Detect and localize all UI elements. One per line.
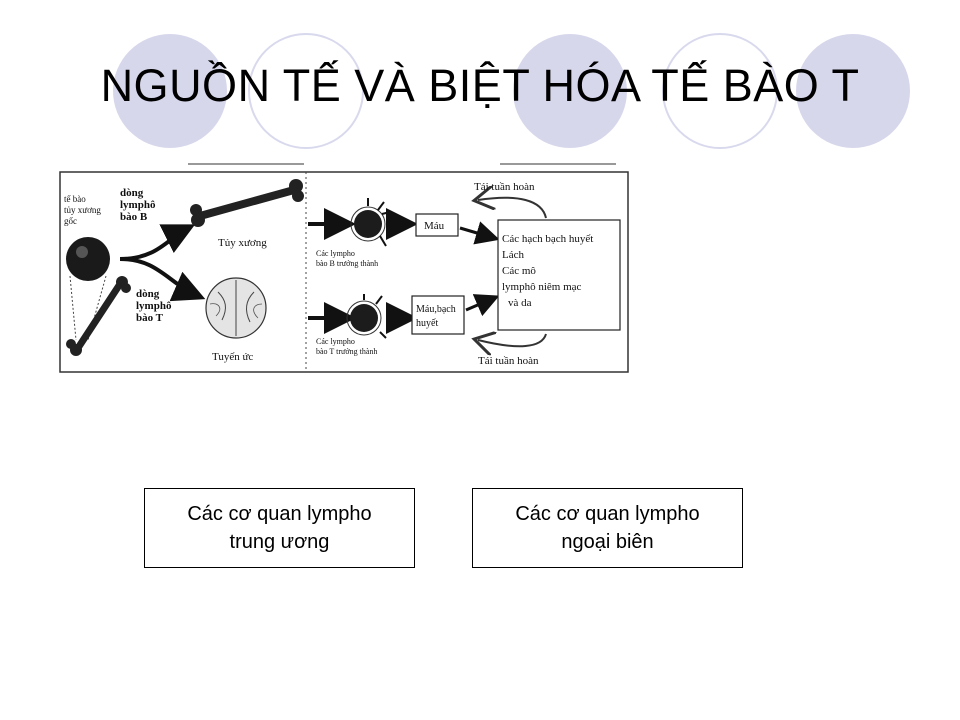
bone-marrow-icon (190, 179, 304, 227)
central-lymphoid-organs-box: Các cơ quan lympho trung ương (144, 488, 415, 568)
peripheral-organs-line-3: Các mô (502, 265, 536, 277)
peripheral-box-line-2: ngoại biên (561, 531, 654, 553)
b-line-label-1: dòng (120, 187, 144, 199)
stem-cell-label-3: gốc (64, 216, 77, 226)
deco-ring-2 (662, 33, 778, 149)
deco-circle-1 (113, 34, 227, 148)
t-line-label-3: bào T (136, 312, 164, 324)
stem-cell-label-2: tủy xương (64, 205, 101, 215)
peripheral-organs-line-1: Các hạch bạch huyết (502, 233, 593, 245)
peripheral-organs-line-5: và da (508, 297, 532, 309)
deco-circle-2 (513, 34, 627, 148)
t-line-label-2: lymphô (136, 300, 172, 312)
central-box-line-2: trung ương (229, 531, 330, 553)
blood-lymph-label-1: Máu,bạch (416, 304, 456, 315)
mature-t-label-2: bào T trưởng thành (316, 347, 377, 356)
page-title: NGUỒN TẾ VÀ BIỆT HÓA TẾ BÀO T (100, 60, 860, 111)
mature-b-cell-icon (350, 198, 391, 247)
lymphocyte-development-diagram: tế bào tủy xương gốc dòng lymphô bào B d… (59, 163, 629, 373)
central-box-line-1: Các cơ quan lympho (187, 503, 372, 525)
blood-label: Máu (424, 220, 445, 232)
mature-b-label-1: Các lympho (316, 249, 355, 258)
mature-t-cell-icon (346, 294, 387, 339)
peripheral-organs-box (497, 219, 621, 331)
deco-circle-3 (796, 34, 910, 148)
stem-cell-icon (66, 237, 110, 281)
peripheral-box-line-1: Các cơ quan lympho (515, 503, 700, 525)
recirculation-top-label: Tái tuần hoàn (474, 181, 535, 193)
peripheral-organs-line-4: lymphô niêm mạc (502, 281, 582, 293)
peripheral-organs-line-2: Lách (502, 249, 524, 261)
thymus-icon (205, 277, 267, 339)
thymus-label: Tuyến ức (212, 351, 253, 363)
bone-marrow-label: Tủy xương (218, 237, 267, 249)
stem-cell-label-1: tế bào (64, 194, 86, 204)
recirculation-bottom-label: Tái tuần hoàn (478, 355, 539, 367)
deco-ring-1 (248, 33, 364, 149)
t-line-label-1: dòng (136, 288, 160, 300)
b-line-label-2: lymphô (120, 199, 156, 211)
b-line-label-3: bào B (120, 211, 148, 223)
bone-icon-small (66, 276, 131, 356)
peripheral-lymphoid-organs-box: Các cơ quan lympho ngoại biên (472, 488, 743, 568)
mature-b-label-2: bào B trưởng thành (316, 259, 378, 268)
mature-t-label-1: Các lympho (316, 337, 355, 346)
blood-lymph-box (411, 295, 465, 335)
blood-box (415, 213, 459, 237)
blood-lymph-label-2: huyết (416, 318, 438, 329)
